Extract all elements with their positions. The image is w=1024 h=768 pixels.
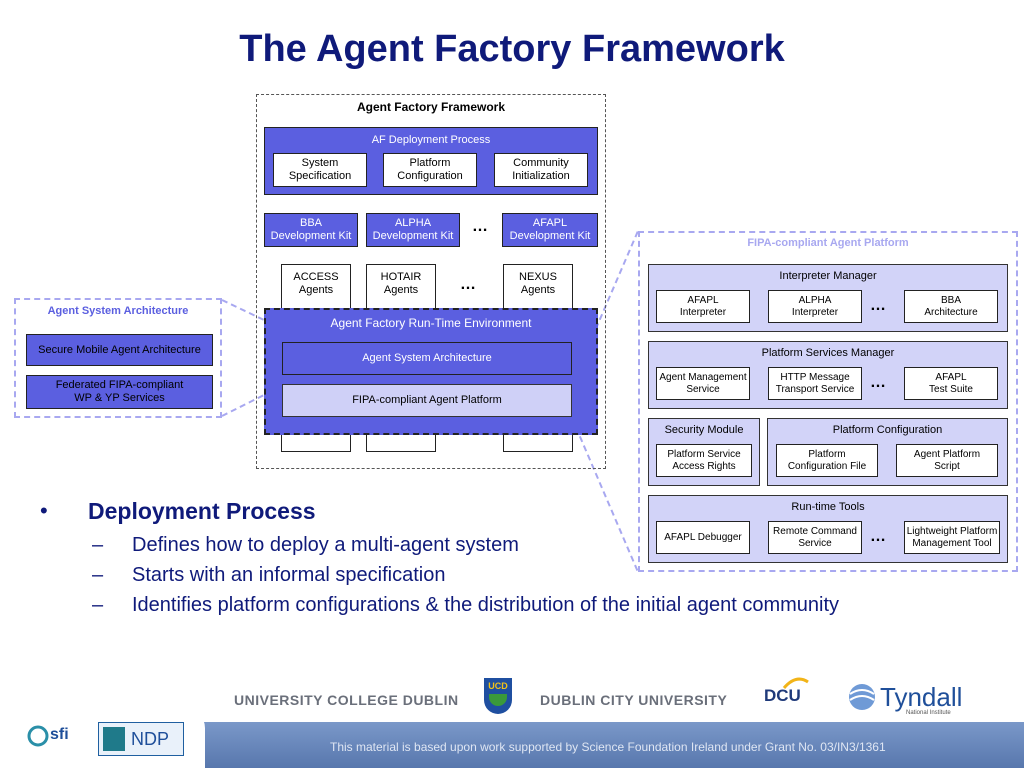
alpha-interpreter-box: ALPHA Interpreter [768,290,862,323]
nexus-agents-label: NEXUS Agents [519,271,557,296]
runtime-environment-label: Agent Factory Run-Time Environment [330,316,532,330]
slide-title: The Agent Factory Framework [239,28,785,70]
afapl-interpreter-box: AFAPL Interpreter [656,290,750,323]
sfi-logo-mark-icon [27,725,49,747]
sub-bullet-dash: – [92,594,104,616]
lightweight-management-tool-box: Lightweight Platform Management Tool [904,521,1000,554]
platform-service-access-rights-box: Platform Service Access Rights [656,444,752,477]
alpha-dev-kit: ALPHA Development Kit [366,213,460,247]
deployment-process-label: AF Deployment Process [371,134,491,146]
sfi-logo: sfi [24,720,80,760]
dcu-name: DUBLIN CITY UNIVERSITY [540,692,728,708]
sub-bullet-dash: – [92,534,104,556]
ucd-crest-logo: UCD [484,678,512,714]
framework-label: Agent Factory Framework [356,100,506,114]
tyndall-subtitle: National Institute [906,710,951,716]
platform-configuration-label: Platform Configuration [832,424,943,436]
agents-ellipsis: … [460,276,478,293]
tyndall-logo: Tyndall [880,682,963,712]
ndp-logo: NDP [98,722,184,756]
fipa-panel [638,231,1018,572]
secure-mobile-agent-box: Secure Mobile Agent Architecture [26,334,213,366]
remote-command-service-box: Remote Command Service [768,521,862,554]
afapl-dev-kit: AFAPL Development Kit [502,213,598,247]
interpreter-manager-label: Interpreter Manager [779,270,877,282]
dcu-logo: DCU [764,686,801,705]
security-module-label: Security Module [664,424,744,436]
framework-container [256,94,606,469]
federated-fipa-box: Federated FIPA-compliant WP & YP Service… [26,375,213,409]
hotair-agents-label: HOTAIR Agents [380,271,422,296]
agent-platform-script-box: Agent Platform Script [896,444,998,477]
services-ellipsis: … [870,374,888,391]
bullet-heading: Deployment Process [88,498,316,524]
runtime-tools-label: Run-time Tools [791,501,865,513]
platform-services-label: Platform Services Manager [761,347,895,359]
sfi-text: sfi [50,726,69,743]
system-specification-box: System Specification [273,153,367,187]
dcu-swoosh-icon [782,677,809,690]
ucd-name: UNIVERSITY COLLEGE DUBLIN [234,692,459,708]
runtime-fipa-box: FIPA-compliant Agent Platform [282,384,572,417]
bullet-dot: • [40,498,48,523]
afapl-debugger-box: AFAPL Debugger [656,521,750,554]
sub-bullet-dash: – [92,564,104,586]
bba-dev-kit: BBA Development Kit [264,213,358,247]
community-initialization-box: Community Initialization [494,153,588,187]
interpreter-ellipsis: … [870,297,888,314]
grant-notice: This material is based upon work support… [330,740,886,754]
runtime-asa-box: Agent System Architecture [282,342,572,375]
sub-bullet-3: Identifies platform configurations & the… [132,594,840,616]
sub-bullet-1: Defines how to deploy a multi-agent syst… [132,534,519,556]
platform-configuration-file-box: Platform Configuration File [776,444,878,477]
asa-panel [14,298,222,418]
tyndall-globe-icon [849,684,875,710]
asa-panel-title: Agent System Architecture [47,305,189,317]
afapl-test-suite-box: AFAPL Test Suite [904,367,998,400]
ucd-crest-text: UCD [488,681,508,691]
ucd-crest-shield [489,694,507,706]
ndp-mark-icon [103,727,125,751]
agent-management-service-box: Agent Management Service [656,367,750,400]
fipa-panel-title: FIPA-compliant Agent Platform [747,237,909,249]
http-transport-service-box: HTTP Message Transport Service [768,367,862,400]
tools-ellipsis: … [870,528,888,545]
dev-kit-ellipsis: … [472,218,490,235]
sub-bullet-2: Starts with an informal specification [132,564,446,586]
bba-architecture-box: BBA Architecture [904,290,998,323]
access-agents-label: ACCESS Agents [293,271,339,296]
platform-configuration-box: Platform Configuration [383,153,477,187]
ndp-text: NDP [131,729,170,749]
